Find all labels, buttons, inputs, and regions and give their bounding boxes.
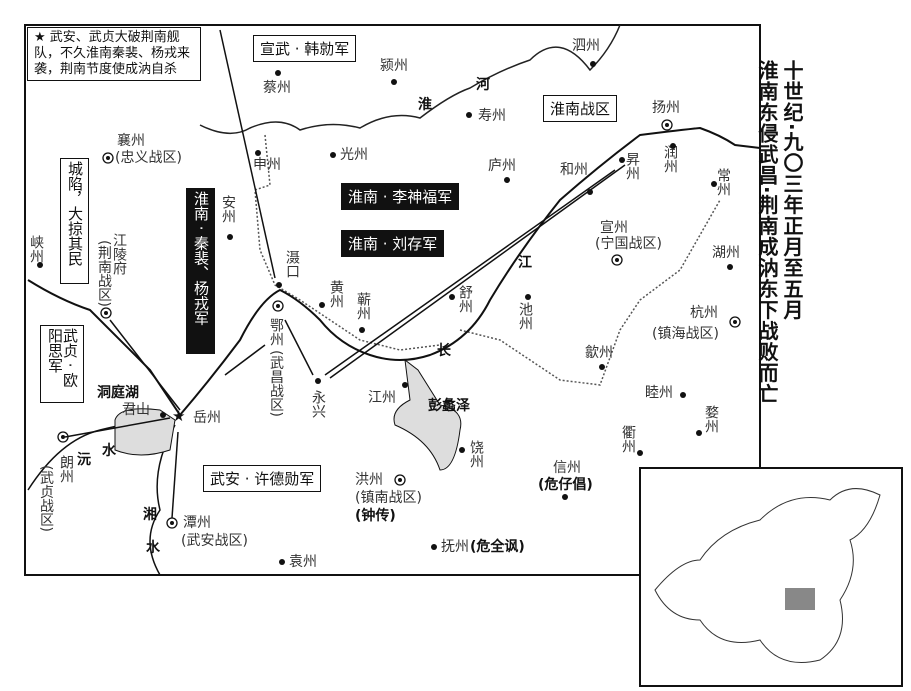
place-guangzhou: 光州 xyxy=(340,147,368,163)
place-xiangzhou-zone: (忠义战区) xyxy=(115,150,182,166)
label-pengli: 彭蠡泽 xyxy=(428,398,470,414)
map-title-line2: 淮南东侵武昌·荆南成汭东下战败而亡 xyxy=(755,60,779,405)
place-chizhou: 池州 xyxy=(517,302,533,330)
army-xuanwu: 宣武 · 韩勍军 xyxy=(253,35,357,62)
label-he: 河 xyxy=(476,77,490,93)
place-hongzhou: 洪州 xyxy=(355,472,383,488)
place-muzhou: 睦州 xyxy=(645,385,673,401)
place-wuzhou: 婺州 xyxy=(703,405,719,433)
place-sizhou: 泗州 xyxy=(572,38,600,54)
place-shenzhou: 申州 xyxy=(253,157,281,173)
place-yangzhou: 扬州 xyxy=(652,100,680,116)
label-chang: 长 xyxy=(437,343,451,359)
army-ouyangsi: 武贞 · 欧阳思军 xyxy=(40,325,84,403)
army-lishenfu: 淮南 · 李神福军 xyxy=(341,183,460,210)
label-yuan: 沅 xyxy=(77,452,91,468)
place-shengzhou: 昇州 xyxy=(624,152,640,180)
place-hongzhou-zone: (镇南战区) xyxy=(355,490,422,506)
place-jiangzhou: 江州 xyxy=(368,390,396,406)
place-raozhou: 饶州 xyxy=(468,440,484,468)
map-title-line1: 十世纪·九〇三年正月至五月 xyxy=(780,60,804,321)
place-junshan: 君山 xyxy=(122,402,150,418)
army-liucun: 淮南 · 刘存军 xyxy=(341,230,445,257)
place-hongzhou-ruler: (钟传) xyxy=(355,508,396,524)
label-yuan-shui: 水 xyxy=(102,443,116,459)
place-qizhou: 蕲州 xyxy=(355,292,371,320)
place-yuezhou: 岳州 xyxy=(193,410,221,426)
place-shekou: 滠口 xyxy=(284,250,300,278)
zone-huainan: 淮南战区 xyxy=(543,95,618,122)
place-tanzhou: 潭州 xyxy=(183,515,211,531)
place-luzhou: 庐州 xyxy=(488,158,516,174)
place-yuanzhou: 袁州 xyxy=(289,554,317,570)
yangtze-river xyxy=(27,126,761,417)
place-hezhou: 和州 xyxy=(560,162,588,178)
place-tanzhou-zone: (武安战区) xyxy=(181,533,248,549)
inset-frame xyxy=(639,467,903,687)
army-arrows xyxy=(64,29,626,519)
place-quzhou: 衢州 xyxy=(620,425,636,453)
china-outline xyxy=(654,488,881,663)
place-hangzhou: 杭州 xyxy=(690,305,718,321)
note-box: ★ 武安、武贞大破荆南舰队，不久淮南秦裴、杨戎来袭，荆南节度使成汭自杀 xyxy=(27,27,201,81)
place-ezhou-zone: (武昌战区) xyxy=(268,350,284,417)
boundary xyxy=(254,134,721,386)
inset-highlight xyxy=(785,588,815,610)
place-yingzhou: 颍州 xyxy=(380,58,408,74)
place-jiangling: 江陵府 xyxy=(111,233,127,275)
huai-river xyxy=(199,24,621,134)
label-jiang: 江 xyxy=(518,255,532,271)
place-jiangling-zone: (荆南战区) xyxy=(96,240,112,307)
place-caizhou: 蔡州 xyxy=(263,80,291,96)
label-xiang-shui: 水 xyxy=(146,540,160,556)
place-yongxing: 永兴 xyxy=(310,390,326,418)
place-xinzhou-ruler: (危仔倡) xyxy=(538,477,593,493)
place-fuzhou-ruler: (危全讽) xyxy=(470,539,525,555)
place-ezhou: 鄂州 xyxy=(268,318,284,346)
place-anzhou: 安州 xyxy=(220,195,236,223)
label-xiang: 湘 xyxy=(143,507,157,523)
place-changzhou: 常州 xyxy=(715,168,731,196)
label-dongting: 洞庭湖 xyxy=(97,385,139,401)
place-shouzhou: 寿州 xyxy=(478,108,506,124)
place-langzhou: 朗州 xyxy=(58,455,74,483)
place-fuzhou: 抚州 xyxy=(441,539,469,555)
place-langzhou-zone: (武贞战区) xyxy=(38,465,54,532)
place-shuzhou: 舒州 xyxy=(457,285,473,313)
place-xiangzhou: 襄州 xyxy=(117,133,145,149)
pengli-lake xyxy=(393,358,462,471)
place-xuanzhou-zone: (宁国战区) xyxy=(595,236,662,252)
place-xiazhou: 峡州 xyxy=(28,235,44,263)
place-hangzhou-zone: (镇海战区) xyxy=(652,326,719,342)
place-xuanzhou: 宣州 xyxy=(600,220,628,236)
place-huzhou: 湖州 xyxy=(712,245,740,261)
army-xudexun: 武安 · 许德勋军 xyxy=(203,465,322,492)
label-huai: 淮 xyxy=(418,97,432,113)
place-shezhou: 歙州 xyxy=(585,345,613,361)
city-fallen-note: 城陷，大掠其民 xyxy=(60,158,89,284)
army-qinpei: 淮南 · 秦裴、杨戎军 xyxy=(186,188,215,354)
place-xinzhou: 信州 xyxy=(553,460,581,476)
place-runzhou: 润州 xyxy=(662,145,678,173)
map-frame xyxy=(24,24,761,576)
place-huangzhou: 黄州 xyxy=(328,280,344,308)
